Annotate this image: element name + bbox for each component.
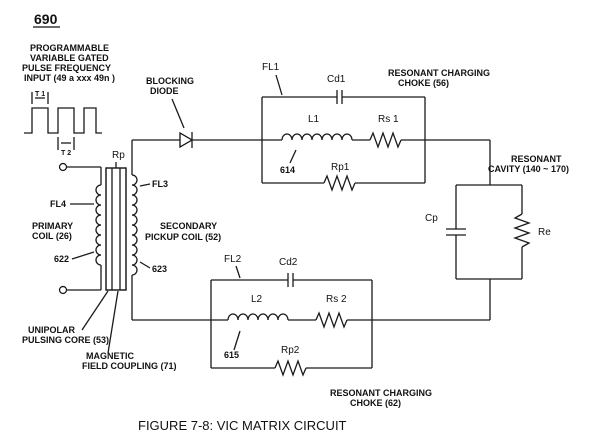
svg-text:PULSE FREQUENCY: PULSE FREQUENCY	[22, 63, 111, 73]
primary-coil-label-1: PRIMARY	[32, 221, 73, 231]
blocking-diode-label-2: DIODE	[150, 86, 179, 96]
choke-56-network	[261, 90, 426, 192]
primary-coil-label-2: COIL (26)	[32, 231, 72, 241]
fl3-label: FL3	[152, 179, 168, 189]
secondary-coil	[131, 140, 138, 320]
svg-text:INPUT (49 a xxx 49n ): INPUT (49 a xxx 49n )	[24, 73, 115, 83]
choke-56-label-1: RESONANT CHARGING	[388, 68, 490, 78]
resonant-cavity	[446, 184, 531, 320]
primary-coil	[95, 167, 102, 290]
field-label-2: FIELD COUPLING (71)	[82, 361, 177, 371]
re-label: Re	[538, 227, 551, 238]
cavity-label-1: RESONANT	[511, 154, 562, 164]
cd2-label: Cd2	[279, 257, 298, 268]
blocking-diode-label-1: BLOCKING	[146, 76, 194, 86]
fl2-label: FL2	[224, 254, 242, 265]
secondary-coil-label-2: PICKUP COIL (52)	[145, 232, 221, 242]
pulse-t2-label: T 2	[61, 150, 71, 157]
input-terminals	[58, 162, 101, 295]
pulse-t1-label: T 1	[35, 91, 45, 98]
svg-text:VARIABLE GATED: VARIABLE GATED	[30, 53, 109, 63]
fl4-label: FL4	[50, 199, 66, 209]
n622-label: 622	[54, 254, 69, 264]
l1-label: L1	[308, 114, 320, 125]
cd1-label: Cd1	[327, 74, 346, 85]
choke-62-network	[132, 273, 490, 377]
figure-number: 690	[34, 11, 58, 27]
rp2-label: Rp2	[281, 345, 300, 356]
l2-label: L2	[251, 294, 263, 305]
svg-text:PROGRAMMABLE: PROGRAMMABLE	[30, 43, 109, 53]
rs1-label: Rs 1	[378, 114, 399, 125]
choke-62-label-1: RESONANT CHARGING	[330, 388, 432, 398]
cavity-label-2: CAVITY (140 ~ 170)	[488, 164, 569, 174]
pulse-waveform: T 1 T 2	[24, 91, 102, 157]
core-label-1: UNIPOLAR	[28, 325, 76, 335]
n623-label: 623	[152, 264, 167, 274]
cp-label: Cp	[425, 213, 438, 224]
n614-label: 614	[280, 165, 295, 175]
core-label-2: PULSING CORE (53)	[22, 335, 109, 345]
blocking-diode	[132, 131, 262, 149]
pulse-input-label: PROGRAMMABLE VARIABLE GATED PULSE FREQUE…	[22, 43, 115, 83]
n615-label: 615	[224, 350, 239, 360]
choke-56-label-2: CHOKE (56)	[398, 78, 449, 88]
choke-62-label-2: CHOKE (62)	[350, 398, 401, 408]
figure-caption: FIGURE 7-8: VIC MATRIX CIRCUIT	[138, 418, 347, 433]
rs2-label: Rs 2	[326, 294, 347, 305]
rp-label: Rp	[112, 150, 125, 161]
secondary-coil-label-1: SECONDARY	[160, 221, 217, 231]
rp1-label: Rp1	[331, 162, 350, 173]
fl1-label: FL1	[262, 62, 280, 73]
field-label-1: MAGNETIC	[86, 351, 134, 361]
pulsing-core: Rp	[105, 150, 127, 291]
